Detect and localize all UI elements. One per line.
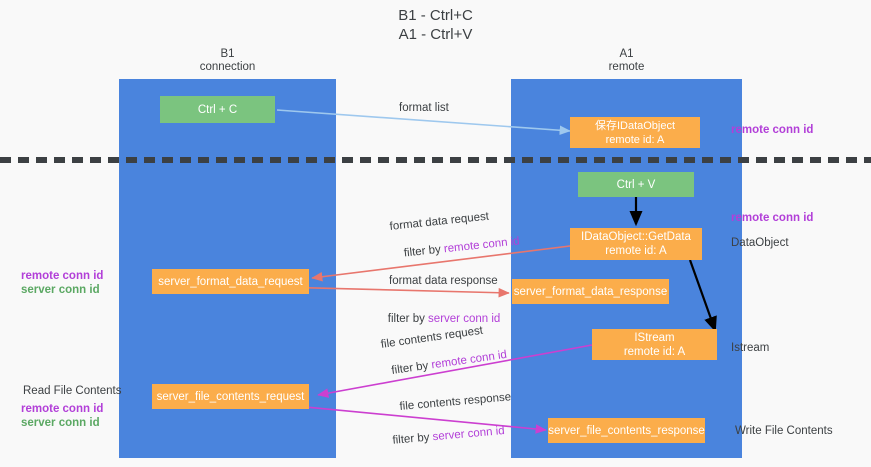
right-annotation-write-file-contents: Write File Contents [735,425,833,437]
filter-value-server-conn-id: server conn id [428,313,501,325]
box-ctrl-v[interactable]: Ctrl + V [578,172,694,197]
filter-prefix: filter by [387,313,429,325]
arrow-format-data-request [311,244,579,282]
arrow-file-contents-request [317,344,593,398]
filter-value-server-conn-id: server conn id [432,425,506,444]
filter-prefix: filter by [392,431,434,447]
left-annotation-server-conn-id: server conn id [21,284,100,296]
right-annotation-remote-conn-id-top: remote conn id [731,124,814,136]
box-istream[interactable]: IStream remote id: A [592,329,717,360]
box-server-format-data-request[interactable]: server_format_data_request [152,269,309,294]
box-server-file-contents-request[interactable]: server_file_contents_request [152,384,309,409]
left-annotation-remote-conn-id: remote conn id [21,270,104,282]
box-server-file-contents-response[interactable]: server_file_contents_response [548,418,705,443]
box-save-idataobject[interactable]: 保存IDataObject remote id: A [570,117,700,148]
right-annotation-dataobject: DataObject [731,237,789,249]
left-annotation-server-conn-id-2: server conn id [21,417,100,429]
box-ctrl-c[interactable]: Ctrl + C [160,96,275,123]
arrow-getdata-to-istream [688,259,717,333]
column-header-b1: B1 connection [199,48,256,73]
section-divider [0,157,871,163]
box-idataobject-getdata[interactable]: IDataObject::GetData remote id: A [570,228,702,260]
filter-prefix: filter by [403,243,445,260]
filter-prefix: filter by [390,359,433,377]
left-annotation-remote-conn-id-2: remote conn id [21,403,104,415]
box-server-format-data-response[interactable]: server_format_data_response [512,279,669,304]
filter-value-remote-conn-id: remote conn id [443,235,521,256]
right-annotation-remote-conn-id-mid: remote conn id [731,212,814,224]
right-annotation-istream: Istream [731,342,770,354]
edge-label-format-list: format list [399,102,449,114]
page-title: B1 - Ctrl+C A1 - Ctrl+V [398,7,473,43]
column-header-a1: A1 remote [608,48,645,73]
filter-value-remote-conn-id: remote conn id [430,348,508,372]
edge-label-format-data-response-filter: filter by server conn id [375,298,501,340]
arrow-format-list [276,109,571,136]
left-annotation-read-file-contents: Read File Contents [23,385,122,397]
edge-label-format-data-response: format data response [389,275,498,287]
